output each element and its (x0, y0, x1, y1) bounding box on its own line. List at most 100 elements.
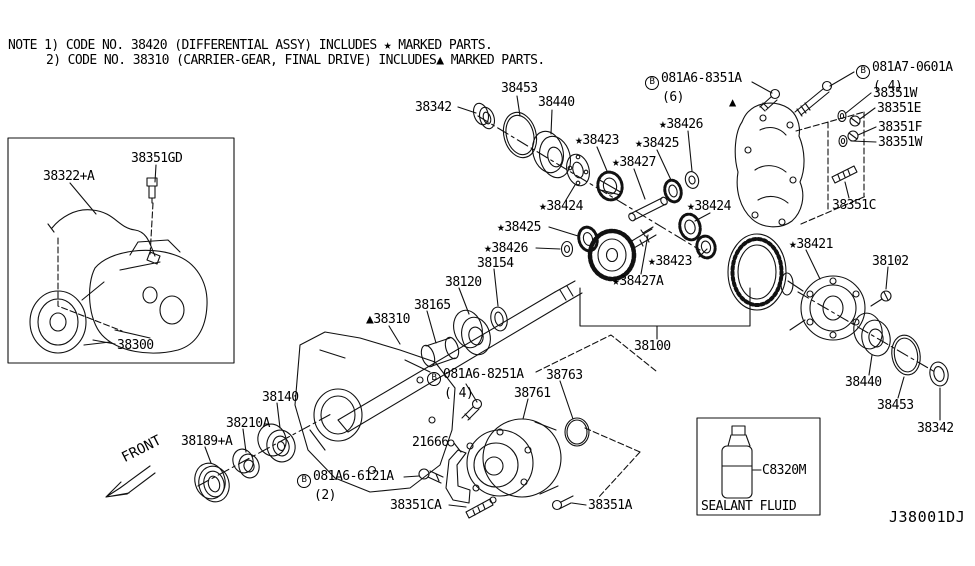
side-gear-38423-right-drawing (695, 234, 717, 260)
bolt-081A7-0601A-drawing (794, 80, 833, 117)
cross-shaft-38427-drawing (628, 196, 668, 222)
side-gear-38423-top-drawing (596, 170, 624, 202)
part-label-38424-right: ★38424 (687, 199, 731, 214)
part-label-38351E: 38351E (877, 101, 921, 116)
bearing-38440-right-drawing (853, 312, 891, 357)
seal-38342-top-drawing (472, 102, 496, 130)
part-label-38423-right: ★38423 (648, 254, 692, 269)
bolt-081A6-8351A-drawing (759, 88, 781, 112)
part-label-38154: 38154 (477, 256, 514, 271)
part-label-38425-top: ★38425 (635, 136, 679, 151)
pinion-gear-38425-top-drawing (663, 178, 683, 204)
bearing-38210A-drawing (232, 448, 260, 479)
part-label-38351A: 38351A (588, 498, 632, 513)
part-label-38421: ★38421 (789, 237, 833, 252)
breather-tube-38322-drawing (47, 209, 161, 265)
part-label-38120: 38120 (445, 275, 482, 290)
part-label-21666: 21666 (412, 435, 449, 450)
part-label-38426-top: ★38426 (659, 117, 703, 132)
part-label-38427: ★38427 (612, 155, 656, 170)
final-drive-assy-38300-drawing (29, 239, 208, 354)
lock-pin-38427A-drawing (640, 226, 654, 237)
note-line-1: NOTE 1) CODE NO. 38420 (DIFFERENTIAL ASS… (8, 38, 493, 53)
part-label-38351F: 38351F (878, 120, 922, 135)
diff-case-drawing (780, 272, 866, 341)
part-label-38351GD: 38351GD (131, 151, 183, 166)
sealant-fluid-box-drawing (696, 417, 821, 516)
front-cover-38761-drawing (466, 418, 562, 498)
gear-carrier-case-38310-drawing (294, 331, 456, 493)
bushing-38165-drawing (420, 336, 460, 368)
part-label-38140: 38140 (262, 390, 299, 405)
stud-38351C-drawing (831, 165, 858, 184)
carrier-cover-housing-drawing (734, 102, 805, 228)
bracket-38100 (579, 287, 751, 340)
part-label-38424-left: ★38424 (539, 199, 583, 214)
part-label-38322A: 38322+A (43, 169, 95, 184)
part-label-38423-top: ★38423 (575, 133, 619, 148)
washer-38351W-upper-drawing (837, 109, 847, 123)
assembly-triangle-marker: ▲ (729, 95, 737, 109)
breather-sensor-38351GD-drawing (146, 177, 158, 204)
sealant-part-label-C8320M: C8320M (762, 463, 806, 478)
part-label-38300: 38300 (117, 338, 154, 353)
part-label-38310: ▲38310 (366, 312, 410, 327)
washer-38154-drawing (490, 306, 508, 332)
washer-38351W-lower-drawing (838, 134, 848, 148)
thrust-washer-38426-top-drawing (684, 171, 700, 189)
part-label-38351CA: 38351CA (390, 498, 442, 513)
gasket-38763-drawing (564, 417, 590, 447)
companion-flange-38140-drawing (257, 423, 296, 463)
part-label-38426-left: ★38426 (484, 241, 528, 256)
drive-pinion-shaft-38100-drawing (337, 228, 657, 433)
axis-lines (197, 115, 936, 487)
bearing-38120-drawing (453, 309, 491, 356)
part-label-38763: 38763 (546, 368, 583, 383)
part-label-38189A: 38189+A (181, 434, 233, 449)
circled-b-icon: B (856, 64, 870, 79)
part-label-38165: 38165 (414, 298, 451, 313)
plug-38351F-drawing (847, 130, 859, 142)
bearing-38440-top-drawing (531, 130, 572, 179)
thrust-washer-38426-left-drawing (560, 240, 574, 258)
side-gear-38424-right-drawing (678, 212, 702, 242)
circled-b-icon: B (427, 371, 441, 386)
circled-b-icon: B (297, 473, 311, 488)
circled-b-icon: B (645, 75, 659, 90)
bolt-38102-drawing (870, 290, 892, 307)
ring-gear-38421-drawing (727, 233, 787, 311)
bracket-21666-drawing (445, 439, 471, 504)
leader-lines (69, 71, 941, 508)
dashed-construction-lines (57, 111, 867, 499)
bolt-38351A-drawing (551, 495, 574, 511)
oring-38453-top-drawing (502, 111, 538, 159)
part-label-38761: 38761 (514, 386, 551, 401)
part-label-38342-right: 38342 (917, 421, 954, 436)
part-label-38351C: 38351C (832, 198, 876, 213)
part-label-38342-top: 38342 (415, 100, 452, 115)
part-label-38351W-upper: 38351W (873, 86, 917, 101)
part-label-38100: 38100 (634, 339, 671, 354)
part-label-38453-right: 38453 (877, 398, 914, 413)
part-label-38440-top: 38440 (538, 95, 575, 110)
front-direction-arrow (105, 465, 156, 498)
left-inset-box (7, 137, 235, 364)
seal-38342-right-drawing (929, 361, 949, 387)
screw-38351CA-drawing (465, 496, 497, 519)
hub-washer-38424-left-drawing (566, 153, 590, 187)
plug-38351E-drawing (849, 115, 861, 127)
part-label-38453-top: 38453 (501, 81, 538, 96)
bolt-081A6-6121A-drawing (418, 468, 444, 484)
part-label-38440-right: 38440 (845, 375, 882, 390)
shim-38453-right-drawing (891, 334, 921, 376)
diagram-code: J38001DJ (889, 508, 966, 526)
part-label-38102: 38102 (872, 254, 909, 269)
note-line-2: 2) CODE NO. 38310 (CARRIER-GEAR, FINAL D… (46, 53, 545, 68)
bolt-081A6-8251A-drawing (461, 398, 483, 421)
